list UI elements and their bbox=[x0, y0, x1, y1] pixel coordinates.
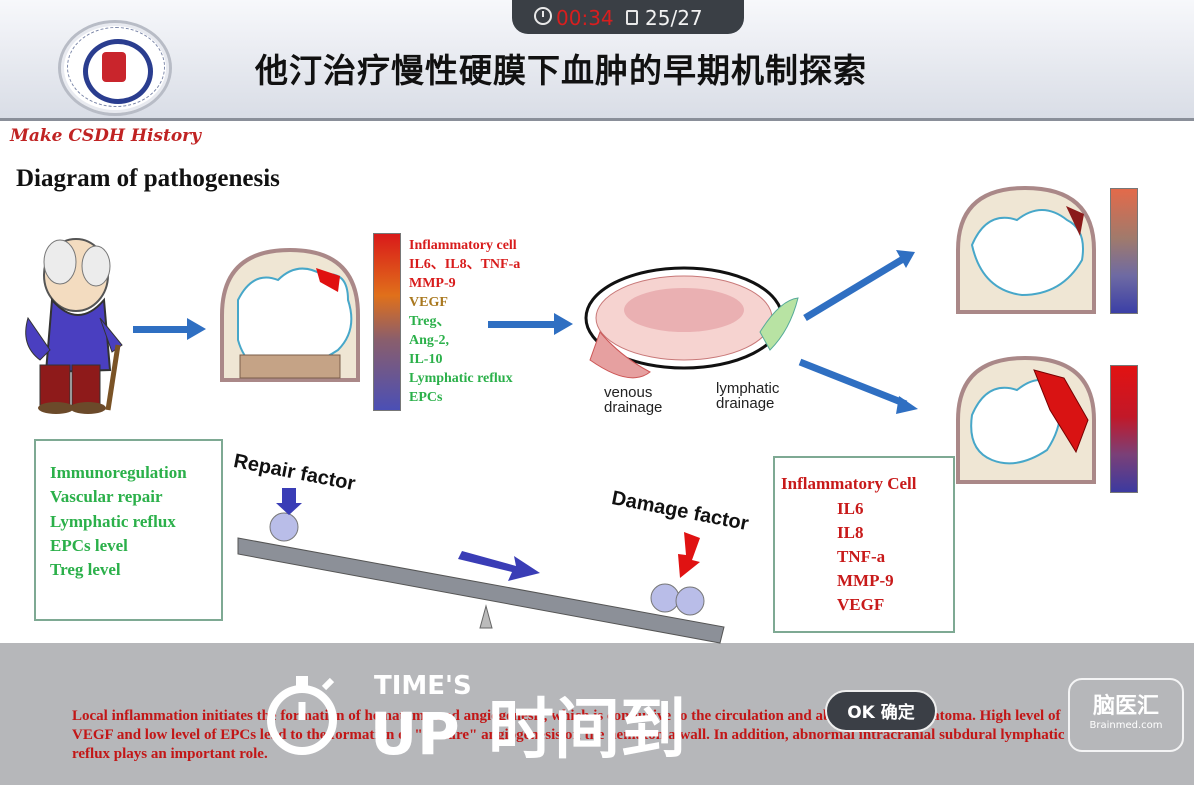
flow-arrow bbox=[488, 313, 573, 335]
brain-section-early bbox=[220, 247, 360, 382]
timer-bar: 00:34 25/27 bbox=[512, 0, 744, 34]
watermark-en: Brainmed.com bbox=[1089, 720, 1163, 731]
repair-item: Treg level bbox=[50, 560, 121, 579]
clock-icon bbox=[534, 7, 552, 25]
times-up-chinese-label: 时间到 bbox=[488, 691, 686, 764]
mediator-item: IL-10 bbox=[409, 352, 443, 367]
slide-title: 他汀治疗慢性硬膜下血肿的早期机制探索 bbox=[255, 51, 867, 90]
mediator-list: Inflammatory cell IL6、IL8、TNF-a MMP-9 VE… bbox=[409, 236, 520, 407]
damage-item: VEGF bbox=[837, 595, 885, 614]
brain-section-enlarged bbox=[956, 355, 1096, 484]
severity-color-bar bbox=[1110, 365, 1138, 493]
page-icon bbox=[626, 10, 638, 25]
brainmed-watermark: 脑医汇 Brainmed.com bbox=[1068, 678, 1184, 752]
mediator-item: IL6、IL8、TNF-a bbox=[409, 257, 521, 272]
hematoma-capsule bbox=[584, 266, 799, 379]
damage-item: TNF-a bbox=[837, 547, 886, 566]
watermark-cn: 脑医汇 bbox=[1092, 694, 1159, 719]
brand-tagline: Make CSDH History bbox=[10, 126, 201, 146]
venous-label-line: drainage bbox=[604, 399, 663, 416]
damage-item: Inflammatory Cell bbox=[781, 474, 917, 493]
university-logo bbox=[58, 20, 172, 116]
venous-label-line: venous bbox=[604, 384, 653, 401]
lymphatic-label-line: lymphatic bbox=[716, 380, 780, 397]
times-up-overlay bbox=[0, 643, 1194, 785]
mediator-item: Inflammatory cell bbox=[409, 238, 517, 253]
flow-arrow-up bbox=[803, 250, 915, 321]
mediator-item: Lymphatic reflux bbox=[409, 371, 513, 386]
damage-item: IL6 bbox=[837, 499, 864, 518]
venous-drainage-label: venous drainage bbox=[604, 385, 662, 415]
damage-item: MMP-9 bbox=[837, 571, 894, 590]
ok-confirm-button[interactable]: OK 确定 bbox=[825, 690, 937, 732]
brain-section-absorbed bbox=[956, 185, 1096, 314]
repair-item: Lymphatic reflux bbox=[50, 512, 176, 531]
damage-item: IL8 bbox=[837, 523, 864, 542]
stopwatch-icon bbox=[267, 676, 337, 755]
severity-color-bar bbox=[373, 233, 401, 411]
balance-lever bbox=[237, 488, 725, 644]
times-label: TIME'S bbox=[374, 671, 472, 701]
logo-emblem-icon bbox=[83, 39, 153, 104]
elderly-man-figure bbox=[25, 238, 123, 414]
repair-item: Immunoregulation bbox=[50, 463, 187, 482]
page-counter: 25/27 bbox=[645, 6, 703, 30]
repair-factors-box: Immunoregulation Vascular repair Lymphat… bbox=[34, 439, 223, 621]
slide-caption: Local inflammation initiates the formati… bbox=[72, 708, 1065, 762]
flow-arrow bbox=[133, 318, 206, 340]
up-label: UP bbox=[370, 700, 460, 764]
mediator-item: VEGF bbox=[409, 295, 448, 310]
lymphatic-label-line: drainage bbox=[716, 395, 775, 412]
mediator-item: Ang-2, bbox=[409, 333, 450, 348]
mediator-item: MMP-9 bbox=[409, 276, 456, 291]
damage-factors-box: Inflammatory Cell IL6 IL8 TNF-a MMP-9 VE… bbox=[773, 456, 955, 633]
logo-ring bbox=[67, 27, 165, 107]
repair-item: EPCs level bbox=[50, 536, 128, 555]
diagram-title: Diagram of pathogenesis bbox=[16, 165, 280, 192]
repair-item: Vascular repair bbox=[50, 487, 163, 506]
times-up-banner: TIME'S UP 时间到 bbox=[267, 671, 686, 764]
mediator-item: Treg、 bbox=[409, 314, 451, 329]
lymphatic-drainage-label: lymphatic drainage bbox=[716, 381, 779, 411]
countdown-timer: 00:34 bbox=[556, 6, 614, 30]
flow-arrow-down bbox=[798, 358, 918, 414]
mediator-item: EPCs bbox=[409, 390, 443, 405]
severity-color-bar bbox=[1110, 188, 1138, 314]
